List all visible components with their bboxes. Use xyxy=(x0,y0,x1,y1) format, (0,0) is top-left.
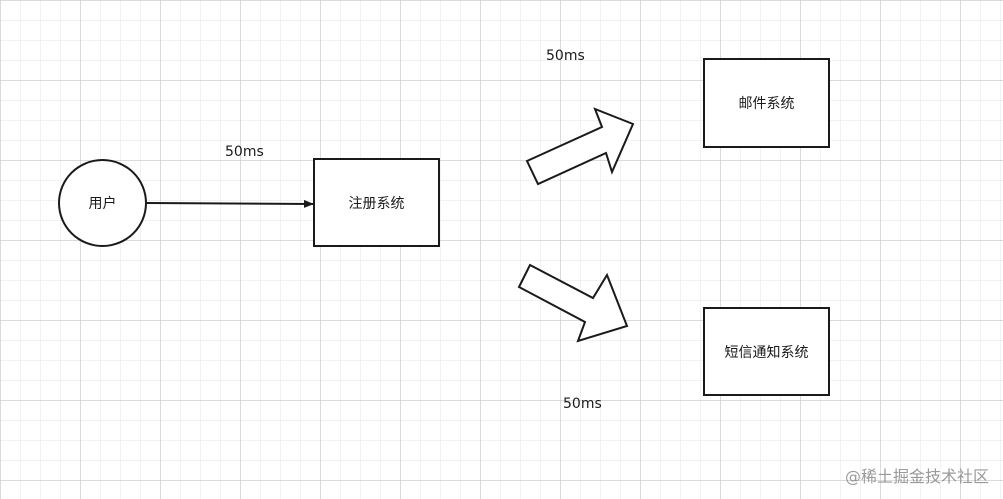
edge-label-user-to-register: 50ms xyxy=(225,144,264,160)
node-user-label: 用户 xyxy=(88,196,117,212)
node-sms-system: 短信通知系统 xyxy=(703,307,830,396)
node-register-system-label: 注册系统 xyxy=(348,195,405,212)
edge-label-register-to-email: 50ms xyxy=(546,48,585,64)
node-user: 用户 xyxy=(58,159,147,247)
block-arrow-to-sms xyxy=(517,263,629,343)
node-register-system: 注册系统 xyxy=(313,158,440,247)
node-email-system: 邮件系统 xyxy=(703,58,830,148)
arrow-user-to-register xyxy=(146,199,314,208)
block-arrow-to-email xyxy=(525,107,635,186)
watermark: @稀土掘金技术社区 xyxy=(844,467,989,486)
edge-label-register-to-sms: 50ms xyxy=(563,396,602,412)
node-email-system-label: 邮件系统 xyxy=(738,96,795,112)
node-sms-system-label: 短信通知系统 xyxy=(724,344,809,361)
